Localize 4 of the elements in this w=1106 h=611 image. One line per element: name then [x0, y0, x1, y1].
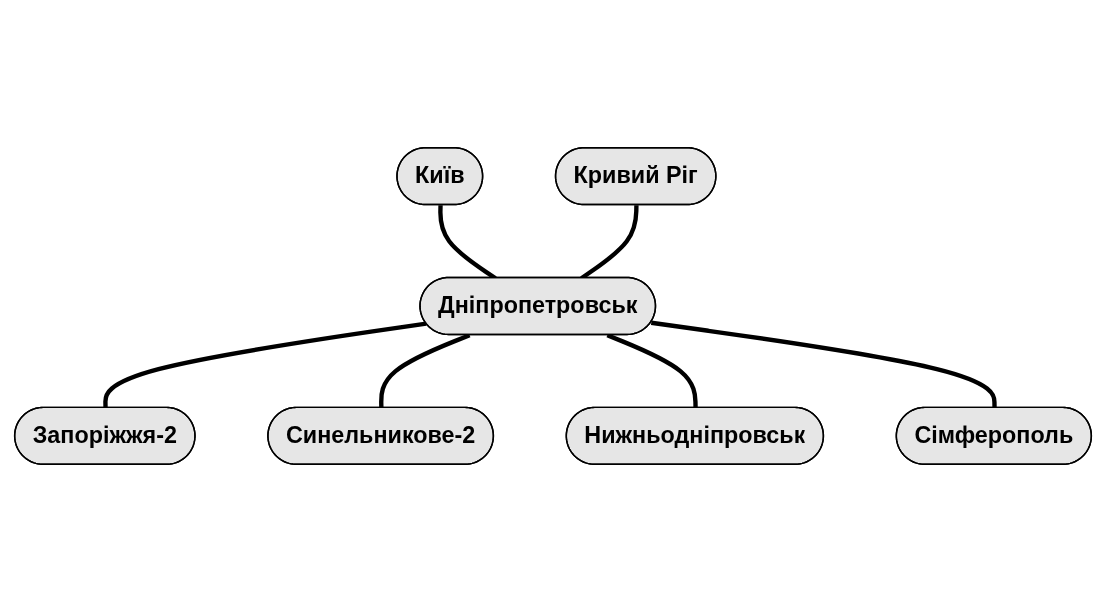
- connector: [103, 320, 427, 408]
- connector: [650, 320, 997, 408]
- connector: [606, 332, 698, 408]
- connector: [379, 332, 471, 408]
